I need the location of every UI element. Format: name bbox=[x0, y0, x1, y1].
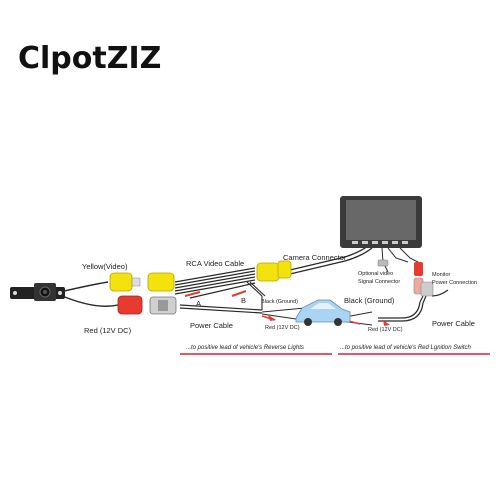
power-cable-left bbox=[179, 304, 263, 314]
black-ground-right-label: Black (Ground) bbox=[344, 296, 395, 305]
red-wire-tails bbox=[184, 290, 247, 297]
yellow-rca-connector-1 bbox=[109, 272, 141, 292]
optional-video-label-line2: Signal Connector bbox=[358, 279, 400, 285]
yellow-rca-connector-2 bbox=[147, 272, 175, 292]
marker-b: B bbox=[241, 296, 246, 305]
gray-power-connector bbox=[149, 296, 177, 315]
backup-camera bbox=[10, 283, 65, 301]
red-12v-left-label: Red (12V DC) bbox=[265, 325, 300, 331]
rca-video-cable-label: RCA Video Cable bbox=[186, 259, 244, 268]
power-cable-right bbox=[378, 289, 449, 322]
camera-connector-cable bbox=[289, 245, 373, 275]
red-12v-right-label: Red (12V DC) bbox=[368, 327, 403, 333]
power-cable-right-label: Power Cable bbox=[432, 319, 475, 328]
car-icon bbox=[295, 299, 351, 326]
monitor-label-line1: Monitor bbox=[432, 272, 451, 278]
red-power-connector bbox=[117, 295, 143, 315]
power-cable-left-label: Power Cable bbox=[190, 321, 233, 330]
ignition-note: ...to positive lead of vehicle's Red Lgn… bbox=[340, 345, 472, 351]
yellow-video-label: Yellow(Video) bbox=[82, 262, 128, 271]
red-12v-dc-label: Red (12V DC) bbox=[84, 326, 132, 335]
rca-video-cable bbox=[174, 267, 256, 299]
monitor bbox=[340, 196, 422, 248]
red-arrows bbox=[268, 315, 390, 326]
optional-video-connector bbox=[377, 259, 389, 267]
camera-pigtail bbox=[59, 281, 119, 307]
b-branch-wires bbox=[246, 281, 266, 310]
reverse-lights-note: ...to positive lead of vehicle's Reverse… bbox=[186, 345, 304, 351]
camera-connector-label: Camera Connector bbox=[283, 253, 347, 262]
monitor-label-line2: Power Connection bbox=[432, 280, 477, 286]
monitor-power-plug bbox=[413, 262, 434, 297]
marker-a: A bbox=[196, 299, 201, 308]
camera-connector-yellow bbox=[256, 260, 292, 282]
optional-video-label-line1: Optional video bbox=[358, 271, 393, 277]
black-ground-left-label: Black (Ground) bbox=[261, 299, 298, 305]
brand-logo-text: ClpotZIZ bbox=[18, 41, 161, 76]
